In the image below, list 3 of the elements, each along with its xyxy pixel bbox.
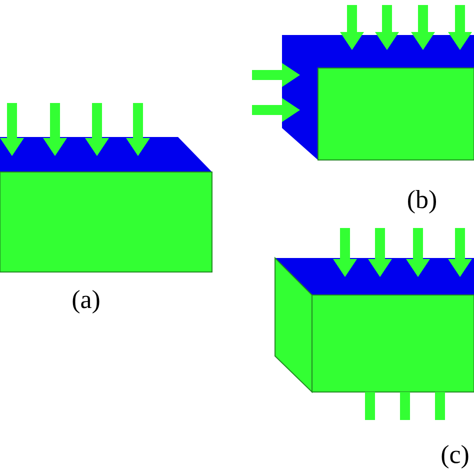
panel-label: (b) xyxy=(406,187,438,213)
panel-label: (c) xyxy=(440,442,470,468)
panel-label: (a) xyxy=(72,287,100,313)
